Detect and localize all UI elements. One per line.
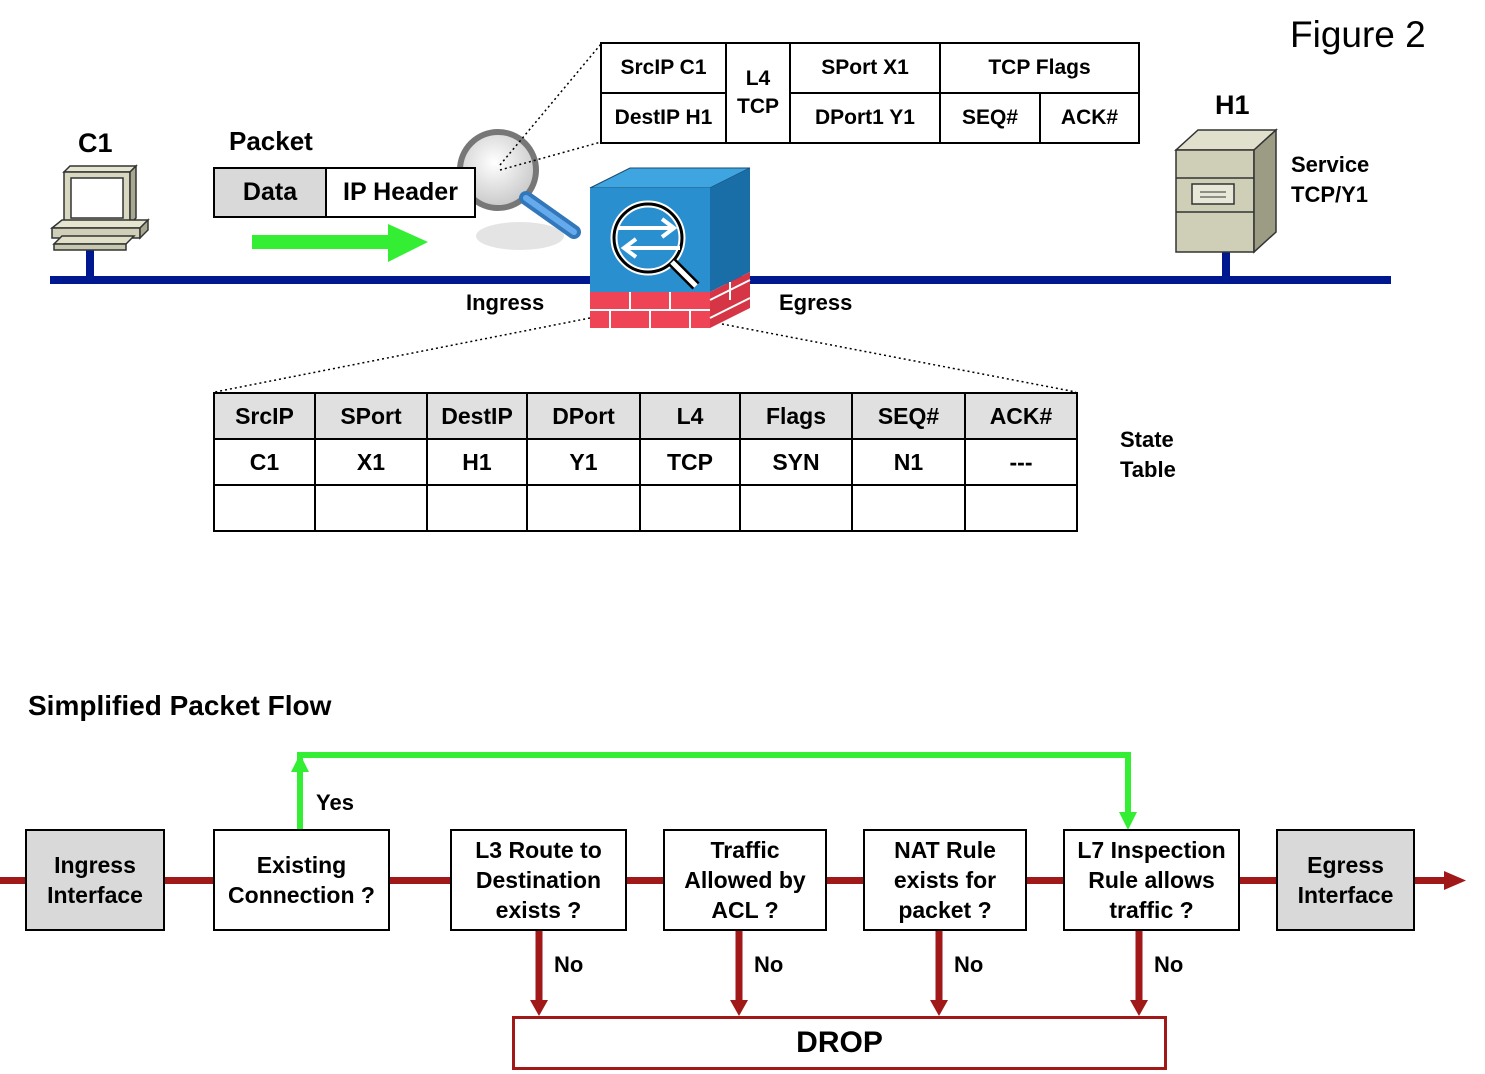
egress-interface-box: Egress Interface bbox=[1276, 829, 1415, 931]
server-service-line1: Service bbox=[1291, 152, 1370, 177]
no-label-l7: No bbox=[1154, 952, 1184, 977]
nat-line1: NAT Rule bbox=[894, 837, 996, 863]
nat-line3: packet ? bbox=[898, 897, 992, 923]
packet-data-cell: Data bbox=[213, 167, 327, 218]
firewall-icon bbox=[589, 167, 751, 328]
state-header-cell: SrcIP bbox=[213, 392, 316, 440]
state-cell: TCP bbox=[639, 438, 741, 486]
state-cell bbox=[426, 484, 528, 532]
state-header-cell: Flags bbox=[739, 392, 853, 440]
l7-line2: Rule allows bbox=[1088, 867, 1215, 893]
state-cell bbox=[314, 484, 428, 532]
ingress-line1: Ingress bbox=[54, 852, 136, 878]
existing-connection-box: Existing Connection ? bbox=[213, 829, 390, 931]
yes-path bbox=[297, 752, 1131, 830]
yes-path-arrow-up bbox=[291, 754, 309, 772]
ingress-label: Ingress bbox=[466, 290, 545, 315]
state-header-cell: DPort bbox=[526, 392, 641, 440]
state-cell: C1 bbox=[213, 438, 316, 486]
yes-path-arrow-down bbox=[1119, 812, 1137, 830]
zoom-lines bbox=[214, 43, 1077, 393]
no-label-acl: No bbox=[754, 952, 784, 977]
state-header-cell: SPort bbox=[314, 392, 428, 440]
table-row bbox=[213, 484, 1078, 532]
header-destip: DestIP H1 bbox=[600, 92, 727, 144]
state-cell bbox=[639, 484, 741, 532]
existing-line1: Existing bbox=[256, 852, 347, 878]
server-drop-line bbox=[1222, 248, 1230, 280]
drop-box: DROP bbox=[512, 1016, 1167, 1070]
packet-label: Packet bbox=[229, 126, 313, 156]
no-label-l3: No bbox=[554, 952, 584, 977]
header-l4-line2: TCP bbox=[737, 95, 779, 118]
table-row: C1 X1 H1 Y1 TCP SYN N1 --- bbox=[213, 438, 1078, 486]
state-header-cell: DestIP bbox=[426, 392, 528, 440]
l7-inspection-box: L7 Inspection Rule allows traffic ? bbox=[1063, 829, 1240, 931]
header-tcp-flags: TCP Flags bbox=[939, 42, 1140, 94]
header-ack: ACK# bbox=[1039, 92, 1140, 144]
l3-line1: L3 Route to bbox=[475, 837, 602, 863]
header-detail-box: SrcIP C1 DestIP H1 L4 TCP SPort X1 DPort… bbox=[600, 42, 1140, 144]
acl-line3: ACL ? bbox=[711, 897, 779, 923]
state-cell: X1 bbox=[314, 438, 428, 486]
nat-line2: exists for bbox=[893, 867, 997, 893]
packet-ip-header-cell: IP Header bbox=[325, 167, 476, 218]
existing-line2: Connection ? bbox=[228, 882, 375, 908]
client-label: C1 bbox=[78, 128, 113, 158]
state-cell bbox=[213, 484, 316, 532]
header-sport: SPort X1 bbox=[789, 42, 941, 94]
state-cell bbox=[851, 484, 966, 532]
state-header-cell: ACK# bbox=[964, 392, 1078, 440]
state-cell bbox=[739, 484, 853, 532]
state-cell: --- bbox=[964, 438, 1078, 486]
header-dport: DPort1 Y1 bbox=[789, 92, 941, 144]
state-cell: N1 bbox=[851, 438, 966, 486]
nat-rule-box: NAT Rule exists for packet ? bbox=[863, 829, 1027, 931]
client-drop-line bbox=[86, 248, 94, 280]
acl-box: Traffic Allowed by ACL ? bbox=[663, 829, 827, 931]
state-table-label-line1: State bbox=[1120, 427, 1174, 452]
egress-label: Egress bbox=[779, 290, 853, 315]
magnifier-icon bbox=[457, 129, 581, 250]
l3-line2: Destination bbox=[475, 867, 602, 893]
state-cell bbox=[526, 484, 641, 532]
state-table: SrcIP SPort DestIP DPort L4 Flags SEQ# A… bbox=[213, 392, 1078, 532]
state-header-cell: SEQ# bbox=[851, 392, 966, 440]
state-cell: H1 bbox=[426, 438, 528, 486]
server-icon bbox=[1174, 128, 1278, 254]
state-cell bbox=[964, 484, 1078, 532]
flow-main-line bbox=[0, 871, 1466, 890]
ingress-line2: Interface bbox=[47, 882, 143, 908]
egress-line2: Interface bbox=[1297, 882, 1394, 908]
l3-route-box: L3 Route to Destination exists ? bbox=[450, 829, 627, 931]
state-cell: SYN bbox=[739, 438, 853, 486]
drop-arrows bbox=[530, 931, 1148, 1016]
header-seq: SEQ# bbox=[939, 92, 1041, 144]
computer-icon bbox=[49, 164, 150, 251]
packet-direction-arrow bbox=[252, 224, 428, 262]
figure-label: Figure 2 bbox=[1290, 14, 1426, 55]
state-table-header: SrcIP SPort DestIP DPort L4 Flags SEQ# A… bbox=[213, 392, 1078, 440]
l3-line3: exists ? bbox=[495, 897, 582, 923]
yes-label: Yes bbox=[316, 790, 354, 815]
no-label-nat: No bbox=[954, 952, 984, 977]
acl-line2: Allowed by bbox=[684, 867, 806, 893]
state-cell: Y1 bbox=[526, 438, 641, 486]
l7-line3: traffic ? bbox=[1109, 897, 1194, 923]
state-table-label-line2: Table bbox=[1120, 457, 1176, 482]
ingress-interface-box: Ingress Interface bbox=[25, 829, 165, 931]
header-l4-line1: L4 bbox=[745, 67, 771, 90]
header-srcip: SrcIP C1 bbox=[600, 42, 727, 94]
state-header-cell: L4 bbox=[639, 392, 741, 440]
server-service-line2: TCP/Y1 bbox=[1291, 182, 1369, 207]
acl-line1: Traffic bbox=[710, 837, 780, 863]
server-label: H1 bbox=[1215, 90, 1250, 120]
flow-title: Simplified Packet Flow bbox=[28, 690, 332, 721]
l7-line1: L7 Inspection bbox=[1077, 837, 1226, 863]
header-l4: L4 TCP bbox=[725, 42, 791, 144]
egress-line1: Egress bbox=[1307, 852, 1384, 878]
